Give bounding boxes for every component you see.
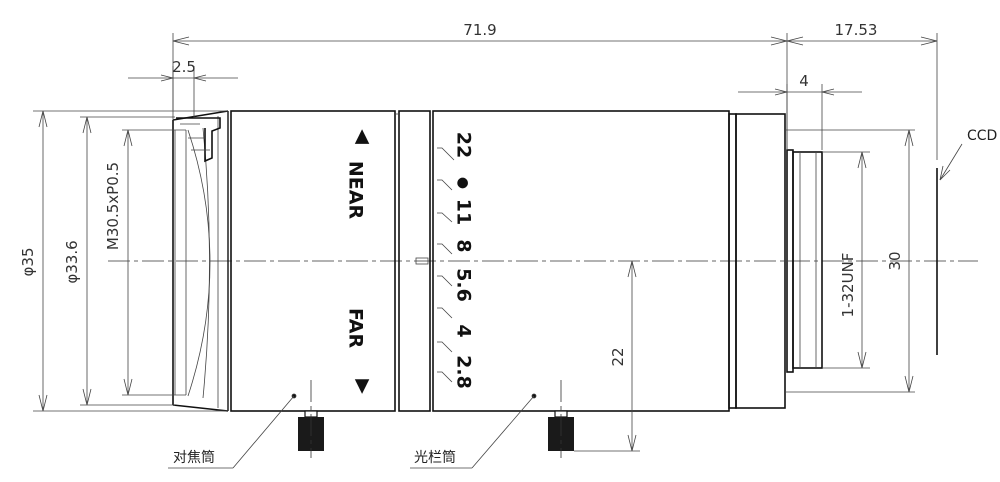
dim-mount-depth <box>738 84 862 150</box>
aperture-value: 11 <box>453 199 475 225</box>
aperture-dot: ● <box>455 177 471 189</box>
front-step-label: 2.5 <box>172 58 196 76</box>
mount-depth-label: 4 <box>799 72 809 90</box>
near-label: NEAR <box>345 161 367 220</box>
aperture-scale: 22 ● 11 8 5.6 4 2.8 <box>453 132 475 389</box>
screw-height-label: 22 <box>609 347 627 366</box>
mount-thread-label: 1-32UNF <box>839 253 857 318</box>
dim-front-step <box>128 66 238 118</box>
flange-back-label: 17.53 <box>835 21 878 39</box>
iris-lock-screw <box>548 380 574 458</box>
ccd-label: CCD <box>967 128 997 144</box>
outer-diameter-label: φ35 <box>19 248 37 277</box>
dim-mount-thread <box>822 151 870 369</box>
overall-length-label: 71.9 <box>463 21 496 39</box>
iris-ring-leader <box>410 393 537 469</box>
iris-ring-label: 光栏筒 <box>414 449 456 466</box>
focus-ring-leader <box>168 393 297 469</box>
dim-outer-diameter <box>33 110 228 412</box>
far-label: FAR <box>345 308 367 349</box>
filter-thread-label: M30.5xP0.5 <box>104 162 122 250</box>
aperture-value: 8 <box>453 239 475 252</box>
near-arrow-icon: ▲ <box>355 125 370 147</box>
dim-flange-back <box>786 33 938 160</box>
dim-inner-diameter <box>80 116 175 406</box>
lens-body <box>172 110 823 412</box>
far-arrow-icon: ▼ <box>355 375 370 397</box>
aperture-value: 5.6 <box>453 268 475 302</box>
dim-mount-diameter <box>785 129 915 393</box>
focus-ring-label: 对焦筒 <box>173 449 215 466</box>
mount-diameter-label: 30 <box>886 251 904 270</box>
dim-overall-length <box>172 33 788 150</box>
dim-filter-thread <box>122 129 186 396</box>
aperture-value: 4 <box>453 324 475 337</box>
dim-screw-height <box>574 260 640 452</box>
focus-lock-screw <box>298 380 324 458</box>
aperture-value: 2.8 <box>453 355 475 389</box>
ccd-leader <box>939 143 963 181</box>
aperture-value: 22 <box>453 132 475 158</box>
inner-diameter-label: φ33.6 <box>63 240 81 283</box>
aperture-leaders <box>437 147 455 383</box>
